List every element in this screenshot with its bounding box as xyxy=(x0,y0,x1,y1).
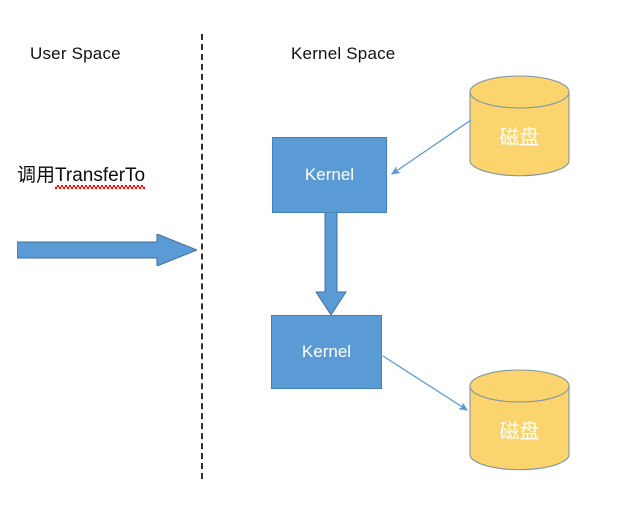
kernel-space-label: Kernel Space xyxy=(291,44,396,63)
kernel-box-bottom-label: Kernel xyxy=(301,342,352,361)
syscall-caption: 调用TransferTo xyxy=(17,160,145,187)
user-kernel-divider xyxy=(201,34,203,479)
connector-disk-top-to-kernel-top xyxy=(390,119,472,175)
user-to-kernel-block-arrow xyxy=(16,233,199,267)
kernel-box-top-label: Kernel xyxy=(304,165,355,184)
syscall-caption-prefix: 调用 xyxy=(17,164,56,186)
block-arrow-down-icon xyxy=(315,211,347,316)
kernel-to-kernel-block-arrow xyxy=(315,211,347,316)
syscall-api-name: TransferTo xyxy=(55,165,146,186)
kernel-box-bottom[interactable]: Kernel xyxy=(271,315,382,389)
disk-cylinder-bottom[interactable]: 磁盘 xyxy=(469,369,570,473)
block-arrow-right-icon xyxy=(16,233,199,267)
kernel-box-top[interactable]: Kernel xyxy=(272,137,387,213)
cylinder-icon xyxy=(469,75,570,177)
user-space-label: User Space xyxy=(30,44,121,63)
cylinder-icon xyxy=(469,369,570,471)
disk-cylinder-top[interactable]: 磁盘 xyxy=(469,75,570,179)
connector-kernel-bottom-to-disk-bottom xyxy=(382,355,469,411)
